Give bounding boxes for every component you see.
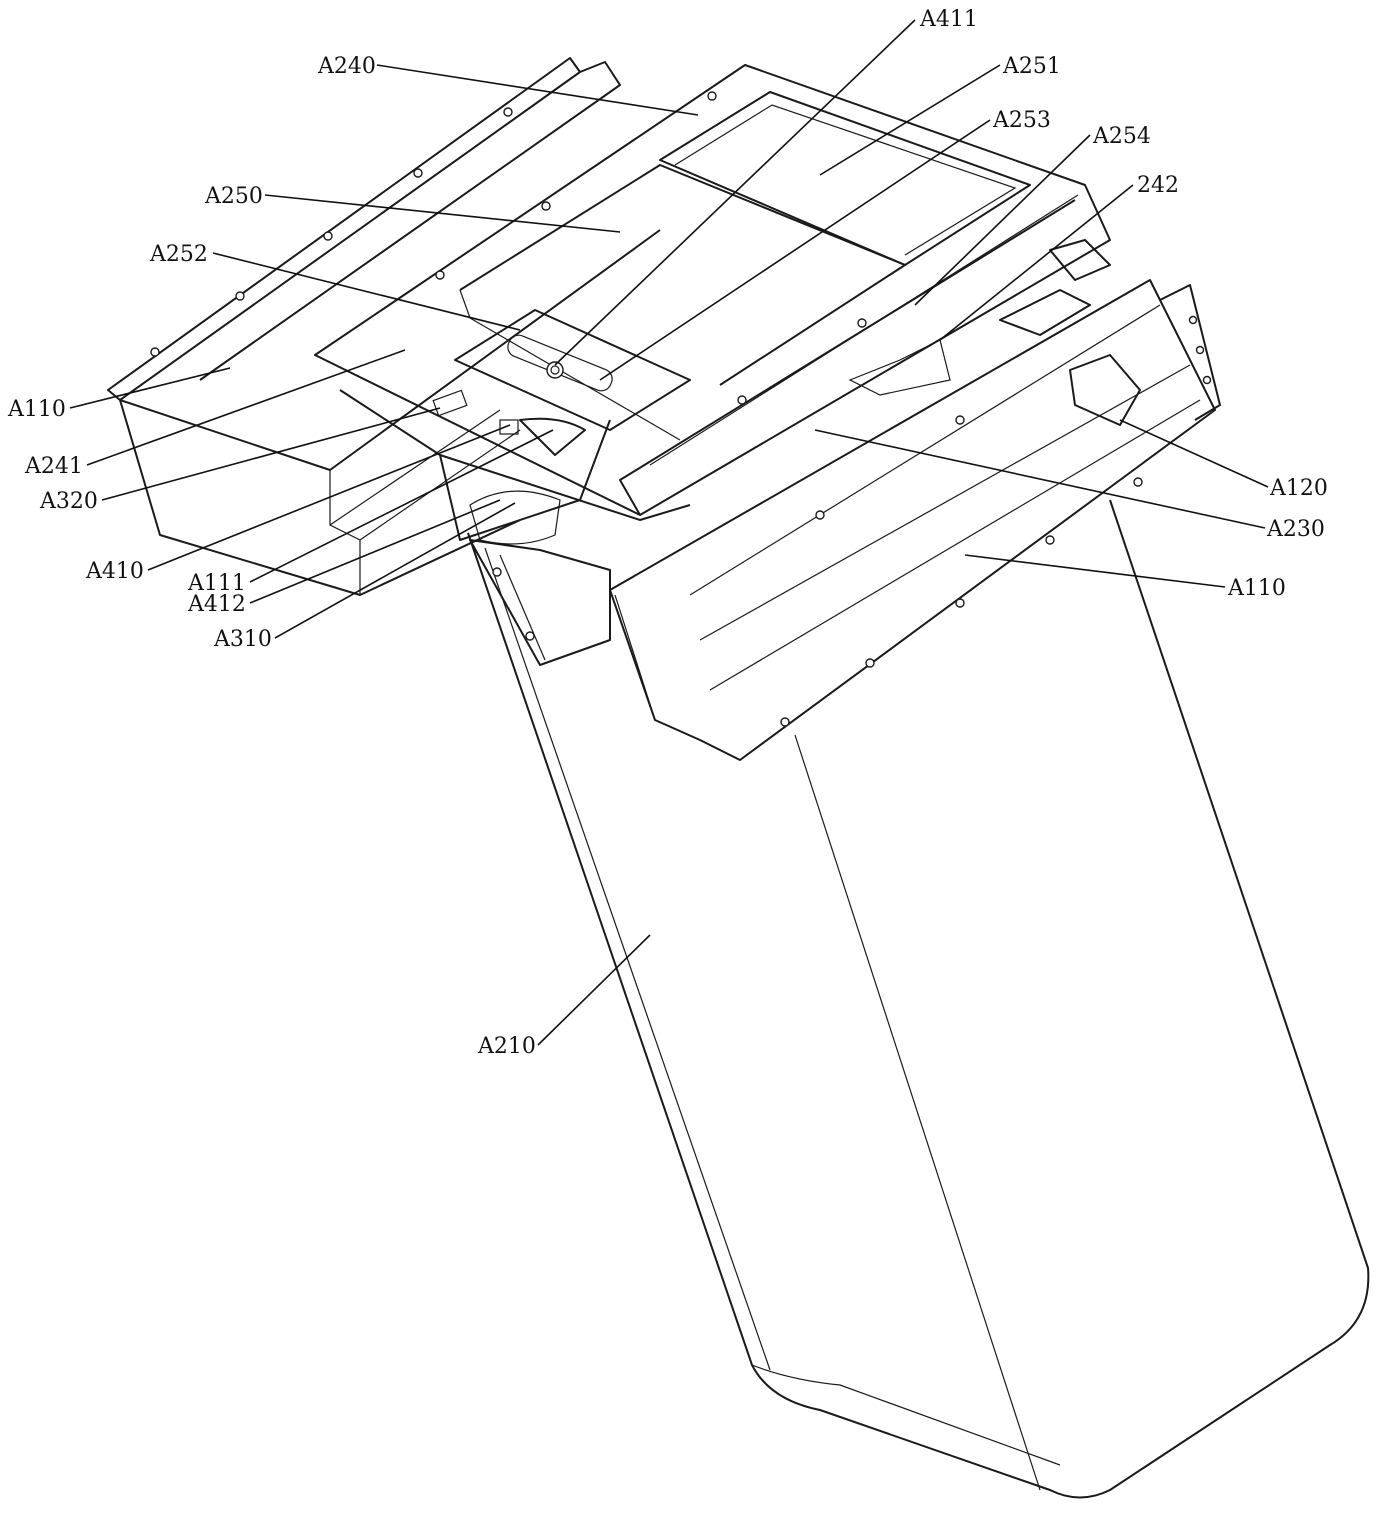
label-a251: A251 xyxy=(1002,54,1061,79)
label-a254: A254 xyxy=(1092,124,1151,149)
leader-a250 xyxy=(265,195,620,232)
chute-body xyxy=(468,500,1368,1498)
label-a253: A253 xyxy=(992,108,1051,133)
label-a120: A120 xyxy=(1269,476,1328,501)
slide-plate xyxy=(455,310,690,430)
leader-a254 xyxy=(915,135,1090,305)
leader-a310 xyxy=(275,503,515,638)
label-a250: A250 xyxy=(204,184,263,209)
leader-a253 xyxy=(600,120,990,380)
leader-a210 xyxy=(538,935,650,1045)
label-a110-right: A110 xyxy=(1227,576,1286,601)
leader-a230 xyxy=(815,430,1265,528)
leader-a120 xyxy=(1120,420,1268,487)
label-a210: A210 xyxy=(477,1034,536,1059)
label-a310: A310 xyxy=(213,627,272,652)
label-242: 242 xyxy=(1137,173,1179,198)
leader-242 xyxy=(940,185,1133,340)
leader-a111 xyxy=(250,430,553,582)
leader-a410 xyxy=(148,425,510,570)
leader-lines xyxy=(70,20,1268,1045)
leader-a110-right xyxy=(965,555,1225,587)
label-a252: A252 xyxy=(149,242,208,267)
leader-a240 xyxy=(377,65,698,115)
part-labels: A411 A240 A251 A253 A254 242 A250 A252 A… xyxy=(7,7,1328,1059)
leader-a110-left xyxy=(70,368,230,408)
label-a230: A230 xyxy=(1266,517,1325,542)
latch-mechanism xyxy=(850,240,1140,425)
leader-a320 xyxy=(102,408,440,500)
label-a240: A240 xyxy=(317,54,376,79)
label-a412: A412 xyxy=(187,592,246,617)
label-a241: A241 xyxy=(24,454,83,479)
leader-a241 xyxy=(87,350,405,465)
label-a320: A320 xyxy=(39,489,98,514)
label-a110-left: A110 xyxy=(7,397,66,422)
label-a410: A410 xyxy=(85,559,144,584)
label-a411: A411 xyxy=(919,7,978,32)
leader-a252 xyxy=(213,253,520,330)
top-frame-assembly xyxy=(315,65,1110,515)
